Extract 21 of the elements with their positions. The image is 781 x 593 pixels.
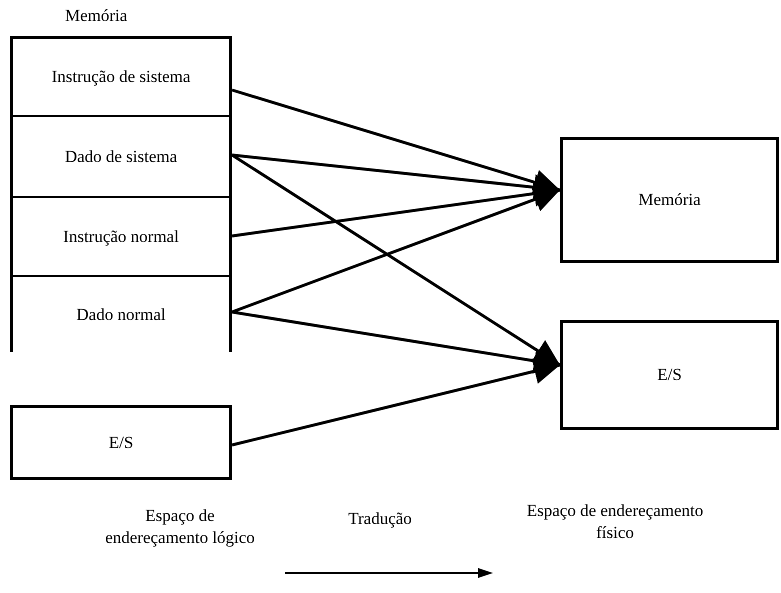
arrow (232, 154, 560, 200)
caption-text: Espaço de endereçamento físico (526, 500, 704, 544)
arrow (231, 154, 561, 366)
caption-text: Espaço de endereçamento lógico (104, 505, 256, 550)
process-box (560, 137, 779, 263)
process-box (560, 320, 779, 430)
block-heading: Memória (65, 6, 128, 26)
node-label: E/S (108, 432, 134, 454)
memory-row (13, 275, 229, 352)
arrow (232, 358, 560, 446)
node-label: E/S (656, 364, 683, 386)
node-label: Dado normal (75, 304, 167, 326)
process-box (10, 405, 232, 480)
arrow (231, 186, 561, 314)
node-label: Dado de sistema (64, 146, 178, 168)
node-label: Instrução normal (62, 226, 180, 248)
node-label: Memória (637, 189, 702, 212)
caption-text: Tradução (347, 508, 413, 530)
arrow (232, 88, 560, 195)
arrow (232, 180, 560, 238)
node-label: Instrução de sistema (50, 66, 192, 88)
